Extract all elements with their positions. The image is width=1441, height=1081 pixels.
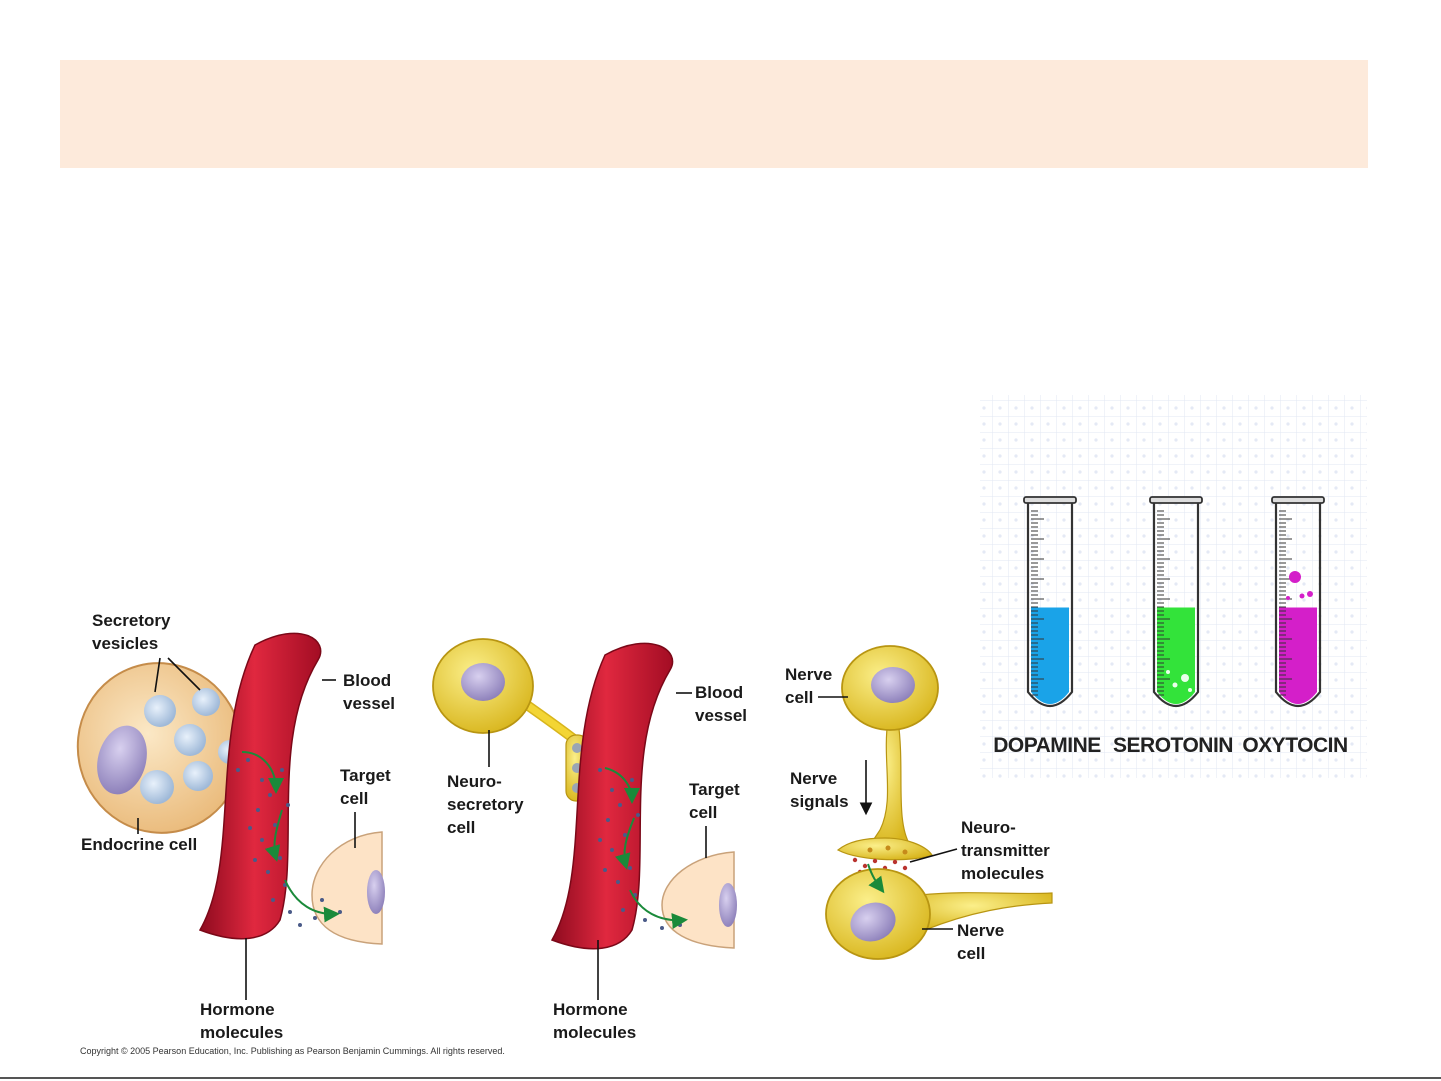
panel-endocrine: Secretory vesicles Blood vessel Target c… (76, 611, 395, 1042)
label-secretory-vesicles-2: vesicles (92, 634, 158, 653)
label-blood-vessel-1: Blood (343, 671, 391, 690)
label-neurosecretory-2: secretory (447, 795, 524, 814)
label-secretory-vesicles-1: Secretory (92, 611, 171, 630)
tube-glass (1026, 503, 1074, 708)
target-nucleus-2 (719, 883, 737, 927)
serotonin-bubbles (1166, 670, 1192, 692)
label-target-cell-3: Target (689, 780, 740, 799)
label-nerve-cell-top-2: cell (785, 688, 813, 707)
label-nerve-cell-bottom-1: Nerve (957, 921, 1004, 940)
label-neurosecretory-3: cell (447, 818, 475, 837)
tube-label-serotonin: SEROTONIN (1113, 734, 1233, 757)
label-blood-vessel-4: vessel (695, 706, 747, 725)
label-nerve-signals-1: Nerve (790, 769, 837, 788)
label-neurotransmitter-3: molecules (961, 864, 1044, 883)
label-hormone-3: Hormone (553, 1000, 628, 1019)
label-target-cell-1: Target (340, 766, 391, 785)
tubes-background (980, 395, 1367, 778)
test-tubes-image: DOPAMINE SEROTONIN OXYTOCIN (980, 395, 1367, 778)
neurosecretory-nucleus (461, 663, 505, 701)
label-hormone-1: Hormone (200, 1000, 275, 1019)
label-hormone-4: molecules (553, 1023, 636, 1042)
label-neurosecretory-1: Neuro- (447, 772, 502, 791)
tube-label-dopamine: DOPAMINE (993, 734, 1101, 757)
bottom-rule (0, 1077, 1441, 1079)
label-nerve-signals-2: signals (790, 792, 849, 811)
label-neurotransmitter-1: Neuro- (961, 818, 1016, 837)
tube-label-oxytocin: OXYTOCIN (1242, 734, 1347, 757)
oxytocin-bubbles (1286, 571, 1313, 600)
panel-synaptic: Nerve cell Nerve signals Neuro- transmit… (785, 645, 1053, 963)
label-hormone-2: molecules (200, 1023, 283, 1042)
label-nerve-cell-bottom-2: cell (957, 944, 985, 963)
label-neurotransmitter-2: transmitter (961, 841, 1050, 860)
blood-vessel-2 (550, 642, 674, 950)
tube-liquid (1279, 607, 1317, 704)
label-nerve-cell-top-1: Nerve (785, 665, 832, 684)
hormone-molecules-1 (236, 758, 342, 927)
tube-glass (1274, 503, 1322, 708)
blood-vessel-1 (198, 632, 322, 940)
label-target-cell-4: cell (689, 803, 717, 822)
axon-terminal (836, 837, 933, 861)
label-blood-vessel-2: vessel (343, 694, 395, 713)
panel-neuroendocrine: Neuro- secretory cell Blood vessel Targe… (432, 638, 747, 1042)
tube-glass (1152, 503, 1200, 708)
label-endocrine-cell: Endocrine cell (81, 835, 197, 854)
copyright-line: Copyright © 2005 Pearson Education, Inc.… (80, 1046, 505, 1056)
title-band (60, 60, 1368, 168)
test-tube-oxytocin: OXYTOCIN (1242, 496, 1348, 757)
target-nucleus-1 (367, 870, 385, 914)
test-tube-dopamine: DOPAMINE (993, 496, 1102, 757)
label-target-cell-2: cell (340, 789, 368, 808)
label-blood-vessel-3: Blood (695, 683, 743, 702)
tube-liquid (1031, 607, 1069, 704)
test-tube-serotonin: SEROTONIN (1113, 496, 1233, 757)
endocrine-nucleus (97, 725, 147, 795)
